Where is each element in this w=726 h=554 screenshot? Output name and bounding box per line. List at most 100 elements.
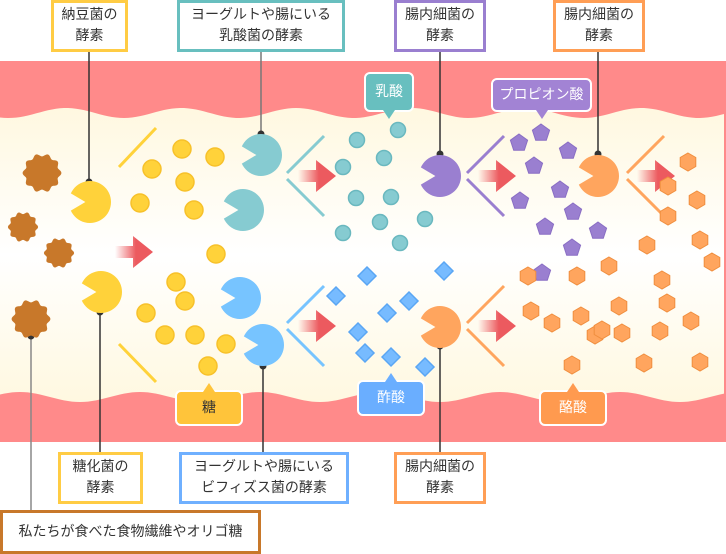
fiber-molecule	[11, 300, 51, 338]
bifido-enzyme-pacman	[243, 324, 285, 367]
acetic-acid-molecule	[354, 342, 376, 364]
gut-enzyme-pacman-purple	[420, 155, 461, 197]
label-gut-enzyme-bottom: 腸内細菌の 酵素	[394, 452, 486, 504]
sugar-molecule	[175, 291, 195, 311]
bifido-enzyme-pacman	[220, 277, 262, 319]
acetic-acid-molecule	[347, 321, 369, 343]
lactic-acid-molecule	[382, 188, 400, 206]
process-arrow	[298, 310, 336, 342]
label-line: 酵素	[426, 28, 454, 44]
butyric-acid-molecule	[679, 152, 697, 172]
tag-pointer	[203, 383, 215, 392]
tag-butyric-acid: 酪酸	[539, 383, 607, 426]
divider-chevron	[465, 177, 506, 218]
lactic-acid-molecule	[391, 234, 409, 252]
sugar-molecule	[172, 139, 192, 159]
butyric-acid-molecule	[600, 256, 618, 276]
butyric-acid-molecule	[703, 252, 721, 272]
label-line: 酵素	[86, 480, 115, 496]
natto-enzyme-pacman	[70, 181, 112, 224]
propionic-acid-molecule	[550, 180, 570, 198]
tag-propionic-acid: プロピオン酸	[491, 78, 592, 119]
propionic-acid-molecule	[524, 156, 544, 174]
propionic-acid-molecule	[531, 123, 551, 141]
butyric-acid-molecule	[658, 293, 676, 313]
butyric-acid-molecule	[519, 266, 537, 286]
label-line: 私たちが食べた食物繊維やオリゴ糖	[18, 523, 243, 540]
sugar-molecule	[142, 159, 162, 179]
acetic-acid-molecule	[356, 265, 378, 287]
process-arrow	[478, 310, 516, 342]
sugar-molecule	[175, 172, 195, 192]
butyric-acid-molecule	[659, 206, 677, 226]
tag-pointer	[567, 383, 579, 392]
label-line: ヨーグルトや腸にいる	[191, 7, 331, 23]
acetic-acid-molecule	[325, 285, 347, 307]
lactic-enzyme-pacman	[223, 188, 264, 231]
divider-line	[117, 342, 158, 384]
label-gut-enzyme-orange: 腸内細菌の 酵素	[553, 0, 645, 52]
propionic-acid-molecule	[563, 202, 583, 220]
propionic-acid-molecule	[509, 133, 529, 151]
molecules	[7, 121, 721, 384]
divider-chevron	[285, 134, 326, 175]
tag-pointer	[383, 110, 395, 119]
divider-chevron	[465, 327, 506, 368]
divider-chevron	[625, 177, 666, 218]
acetic-acid-molecule	[433, 260, 455, 282]
acetic-acid-molecule	[380, 346, 402, 368]
sugar-molecule	[136, 303, 156, 323]
sugar-molecule	[206, 244, 226, 264]
tag-text: 酢酸	[377, 390, 405, 406]
acetic-acid-molecule	[414, 356, 436, 378]
butyric-acid-molecule	[572, 306, 590, 326]
sugar-molecule	[198, 356, 218, 376]
tag-text: 乳酸	[375, 84, 403, 100]
label-line: 乳酸菌の酵素	[219, 28, 303, 44]
fiber-molecule	[22, 154, 62, 192]
butyric-acid-molecule	[651, 321, 669, 341]
propionic-acid-molecule	[588, 221, 608, 239]
label-bifido-enzyme: ヨーグルトや腸にいる ビフィズス菌の酵素	[179, 452, 349, 504]
label-line: 酵素	[75, 28, 104, 44]
butyric-acid-molecule	[543, 313, 561, 333]
propionic-acid-molecule	[562, 238, 582, 256]
process-arrow	[478, 160, 516, 192]
gut-enzyme-pacman-orange	[420, 306, 462, 348]
propionic-acid-molecule	[535, 217, 555, 235]
propionic-acid-molecule	[510, 191, 530, 209]
tag-text: 酪酸	[559, 400, 587, 416]
butyric-acid-molecule	[593, 320, 611, 340]
tag-sugar: 糖	[175, 383, 243, 426]
divider-chevron	[285, 284, 326, 325]
divider-chevron	[625, 134, 666, 175]
label-line: 糖化菌の	[72, 459, 129, 475]
sugar-molecule	[185, 325, 205, 345]
butyric-acid-molecule	[682, 311, 700, 331]
fiber-molecule	[43, 238, 75, 268]
tag-lactic-acid: 乳酸	[364, 72, 414, 119]
label-koji-enzyme: 糖化菌の 酵素	[58, 452, 143, 504]
sugar-molecule	[205, 147, 225, 167]
tag-acetic-acid: 酢酸	[357, 373, 425, 416]
sugar-molecule	[155, 325, 175, 345]
label-line: 腸内細菌の	[405, 459, 475, 475]
label-line: 酵素	[426, 480, 454, 496]
gut-enzyme-pacman-orange	[578, 155, 620, 197]
sugar-molecule	[130, 193, 150, 213]
sugar-molecule	[216, 334, 236, 354]
sugar-molecule	[166, 272, 186, 292]
tag-pointer	[385, 373, 397, 382]
butyric-acid-molecule	[691, 352, 709, 372]
butyric-acid-molecule	[563, 355, 581, 375]
lactic-acid-molecule	[375, 149, 393, 167]
tag-text: プロピオン酸	[499, 87, 584, 103]
label-line: 酵素	[585, 28, 613, 44]
tag-text: 糖	[202, 400, 216, 416]
fiber-molecule	[7, 212, 39, 242]
lactic-acid-molecule	[371, 213, 389, 231]
label-line: 腸内細菌の	[564, 7, 634, 23]
lactic-acid-molecule	[416, 210, 434, 228]
lactic-acid-molecule	[334, 158, 352, 176]
